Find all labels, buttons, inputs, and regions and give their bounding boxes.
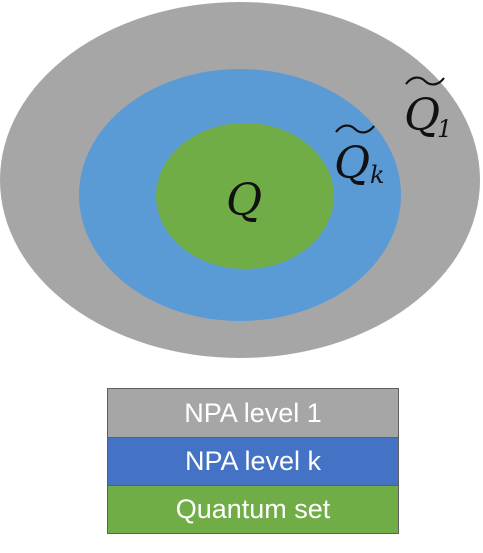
npa-level-k-symbol: Q <box>334 138 370 189</box>
legend-label: NPA level 1 <box>184 397 322 428</box>
legend-label: Quantum set <box>175 494 331 524</box>
legend-label: NPA level k <box>184 446 322 476</box>
npa-level-k-label: Q k <box>334 124 385 189</box>
npa-level-1-subscript: 1 <box>437 115 452 143</box>
tilde-mark <box>405 76 445 86</box>
legend-item-quantum-set: Quantum set <box>108 485 398 533</box>
legend-item-npa-level-1: NPA level 1 <box>108 389 398 437</box>
quantum-set-symbol: Q <box>226 175 262 226</box>
legend: NPA level 1 NPA level k Quantum set <box>107 388 399 534</box>
legend-item-npa-level-k: NPA level k <box>108 437 398 485</box>
npa-level-k-subscript: k <box>370 161 385 189</box>
npa-level-1-symbol: Q <box>404 90 440 141</box>
npa-level-1-label: Q 1 <box>404 76 452 143</box>
quantum-set <box>156 123 334 269</box>
tilde-mark <box>335 124 375 134</box>
nested-sets-diagram: Q 1 Q k Q <box>0 2 480 358</box>
